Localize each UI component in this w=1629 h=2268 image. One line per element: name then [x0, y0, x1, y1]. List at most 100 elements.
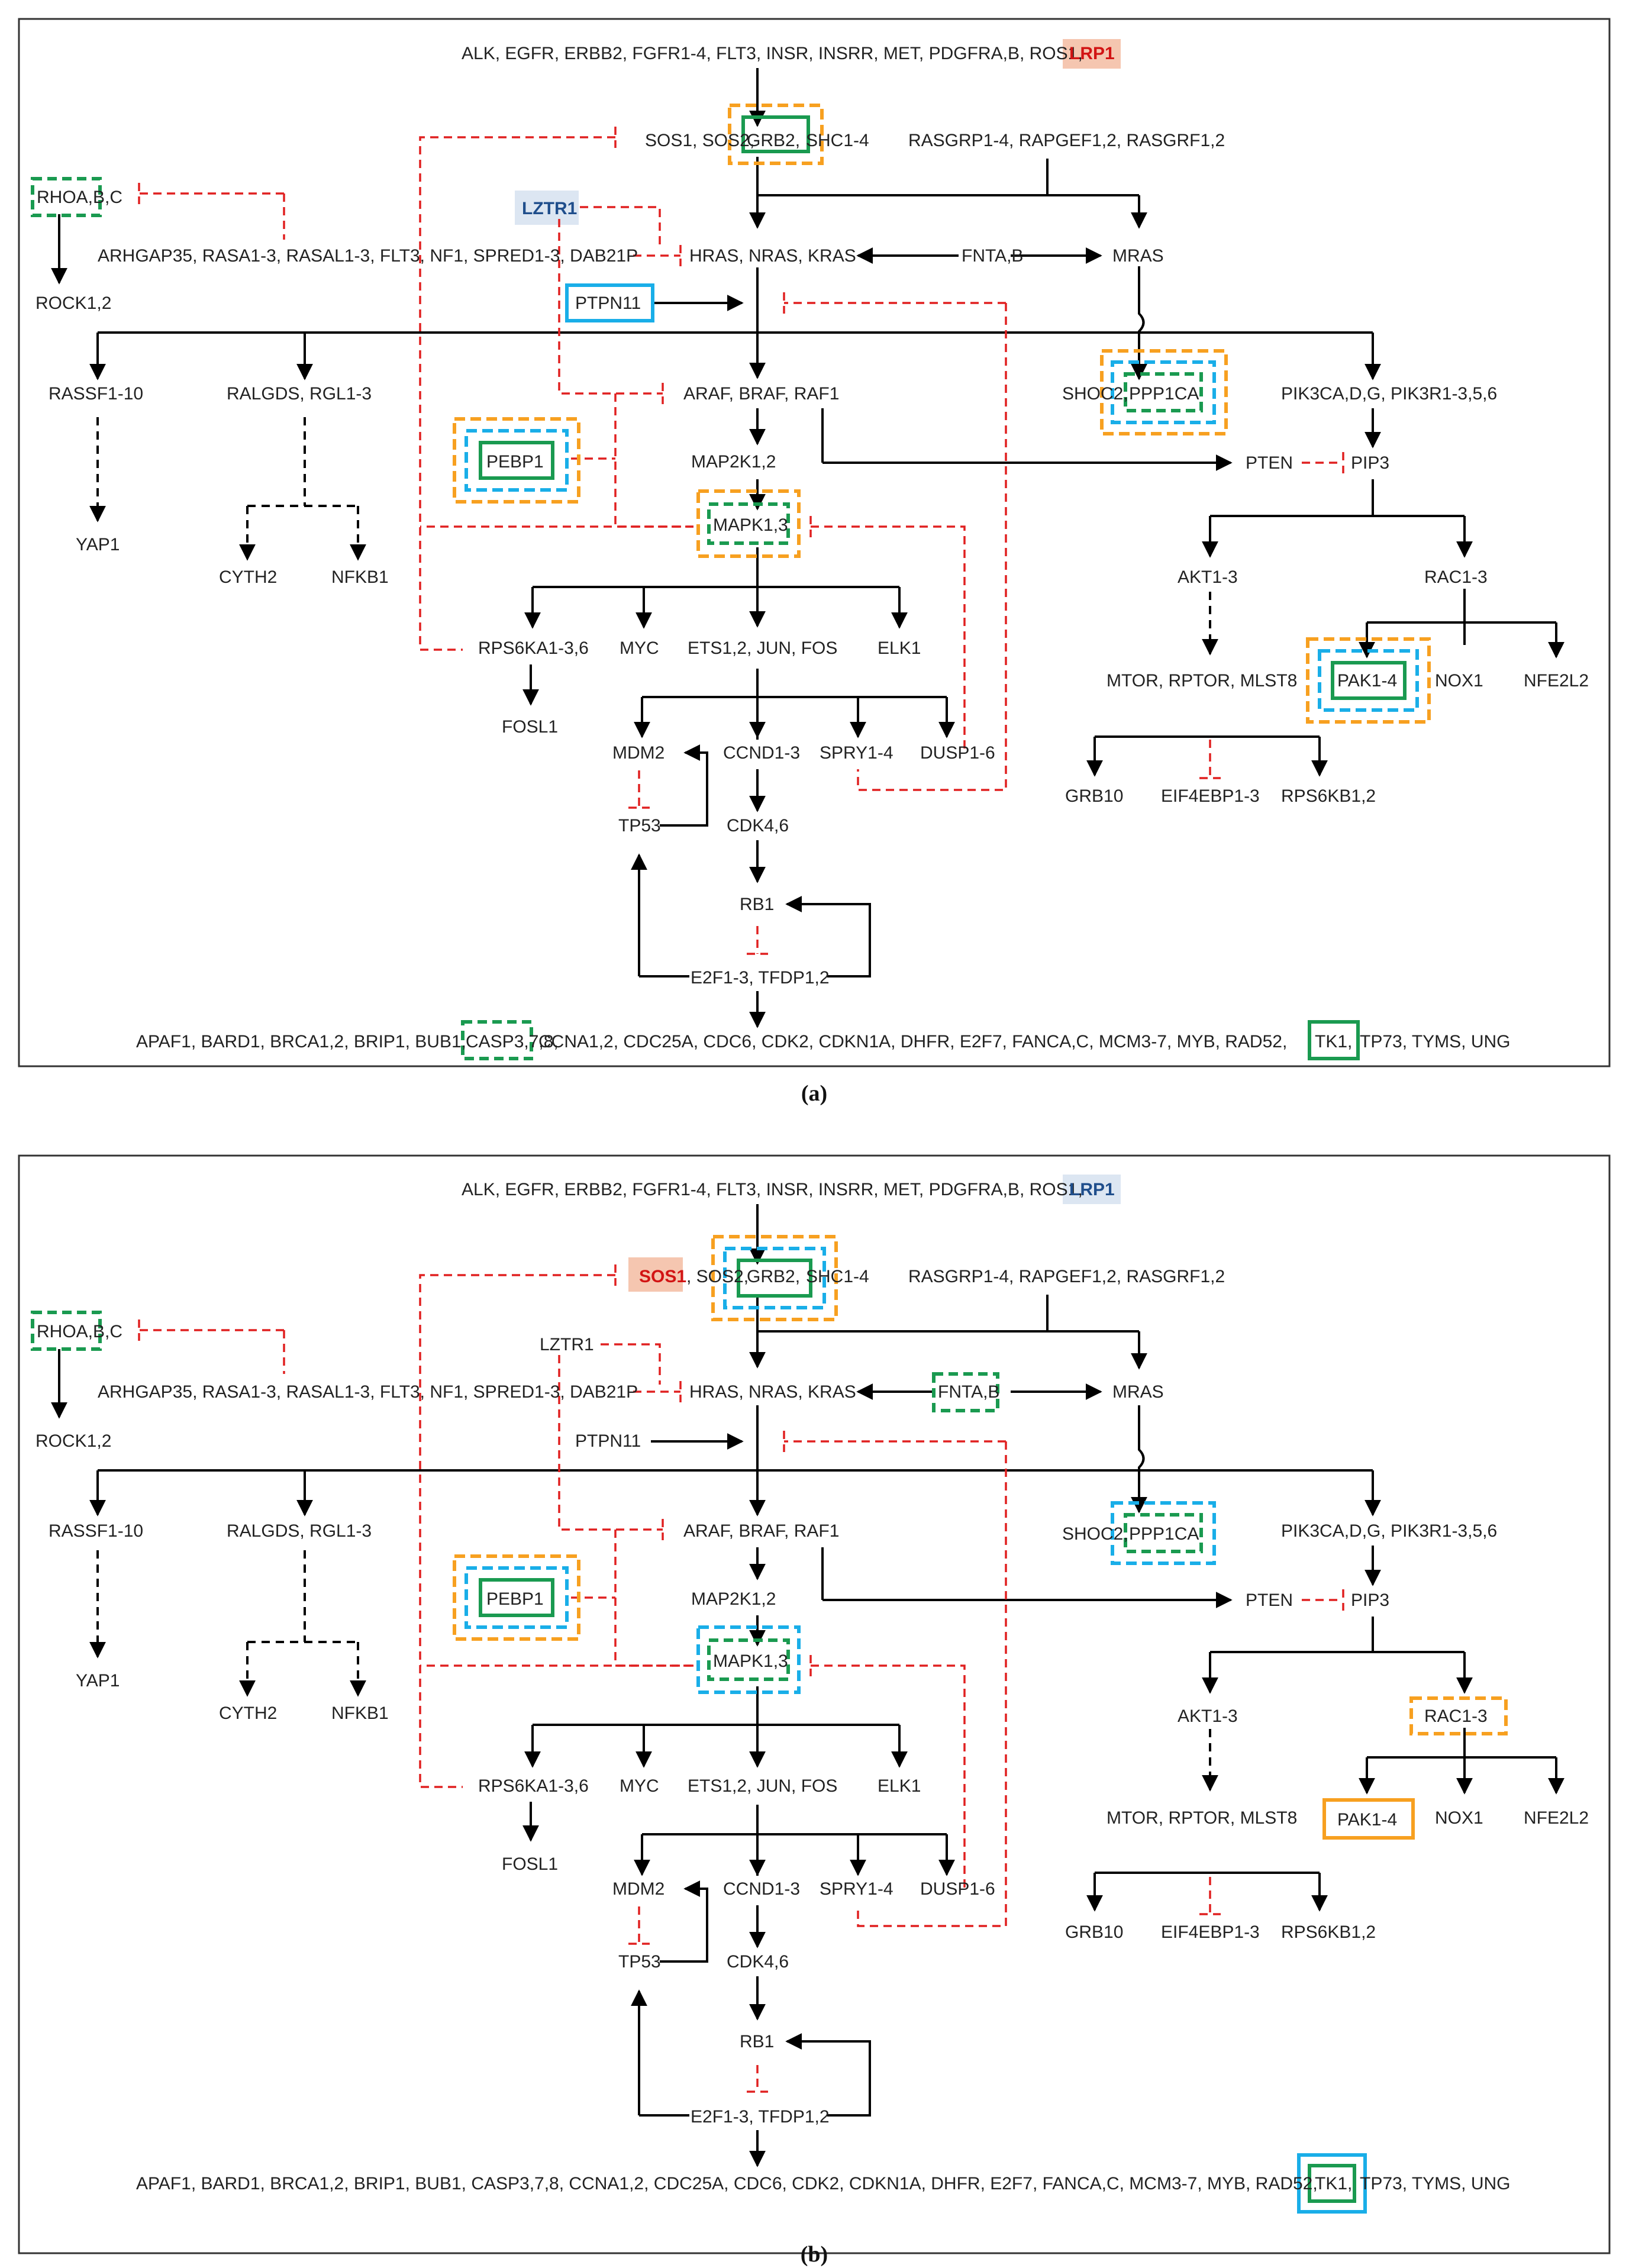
lztr1-label: LZTR1 [522, 199, 577, 218]
panel-b-labels: ALK, EGFR, ERBB2, FGFR1-4, FLT3, INSR, I… [36, 1180, 1589, 2193]
fosl1-label-b: FOSL1 [502, 1854, 558, 1874]
hras-label: HRAS, NRAS, KRAS [689, 246, 856, 266]
ptpn11-label: PTPN11 [575, 293, 641, 313]
fnta-green-box [932, 1372, 999, 1412]
tk1-label-b: TK1, [1315, 2174, 1352, 2193]
ralgds-label-b: RALGDS, RGL1-3 [227, 1521, 372, 1541]
mapk-blue-box-b [696, 1625, 801, 1694]
highlight-boxes [31, 104, 1431, 1060]
rhoa-green-box-b [31, 1311, 102, 1351]
targets-a-label-b: APAF1, BARD1, BRCA1,2, BRIP1, BUB1, CASP… [136, 2174, 1318, 2193]
eif4-label-b: EIF4EBP1-3 [1161, 1922, 1260, 1942]
lrp1-label-b: LRP1 [1069, 1180, 1115, 1199]
targets-c-label-b: TP73, TYMS, UNG [1360, 2174, 1511, 2193]
rhoa-label-b: RHOA,B,C [37, 1322, 122, 1341]
pebp1-blue-box [464, 429, 569, 492]
tp53-label: TP53 [618, 816, 661, 835]
tp53-label-b: TP53 [618, 1952, 661, 1972]
rhoa-green-box [31, 177, 102, 217]
fnta-label: FNTA,B [962, 246, 1023, 266]
rps6kb-label-b: RPS6KB1,2 [1281, 1922, 1376, 1942]
pebp1-green-box [479, 441, 554, 480]
mapk-label-b: MAPK1,3 [713, 1651, 788, 1671]
cyth2-label: CYTH2 [219, 567, 277, 587]
myc-label: MYC [620, 638, 659, 658]
grb2-green-box-b [737, 1259, 812, 1298]
rps6kb-label: RPS6KB1,2 [1281, 786, 1376, 806]
shc-label-b: SHC1-4 [806, 1267, 869, 1286]
ppp1ca-blue-box [1111, 360, 1216, 424]
grb2-label-b: GRB2, [747, 1267, 800, 1286]
sos-rest-label-b: , SOS2, [686, 1267, 749, 1286]
map2k-label-b: MAP2K1,2 [691, 1589, 776, 1609]
grb10-label-b: GRB10 [1065, 1922, 1123, 1942]
pebp1-label-b: PEBP1 [486, 1589, 544, 1609]
sos1-highlight [628, 1257, 683, 1292]
nfkb1-label: NFKB1 [331, 567, 389, 587]
ralgds-label: RALGDS, RGL1-3 [227, 384, 372, 404]
receptors-label-b: ALK, EGFR, ERBB2, FGFR1-4, FLT3, INSR, I… [462, 1180, 1083, 1199]
nox1-label-b: NOX1 [1435, 1808, 1483, 1828]
pten-label: PTEN [1246, 453, 1293, 473]
targets-c-label: TP73, TYMS, UNG [1360, 1032, 1511, 1051]
sos1-label-b: SOS1 [639, 1267, 686, 1286]
inhibition-edges [138, 127, 1344, 955]
mras-label-b: MRAS [1112, 1382, 1164, 1402]
lztr1-highlight [515, 191, 579, 225]
inhibition-edges-b [138, 1264, 1344, 2093]
arhgap-label-b: ARHGAP35, RASA1-3, RASAL1-3, FLT3, NF1, … [98, 1382, 638, 1402]
lrp1-label: LRP1 [1069, 44, 1115, 63]
shoc2-label: SHOC2, [1062, 384, 1128, 404]
pip3-label-b: PIP3 [1351, 1590, 1389, 1610]
dusp-label-b: DUSP1-6 [920, 1879, 995, 1899]
pak-orange-box-b [1322, 1798, 1415, 1840]
indirect-edges [89, 417, 1218, 656]
mapk-orange-box [696, 489, 801, 558]
receptors-label: ALK, EGFR, ERBB2, FGFR1-4, FLT3, INSR, I… [462, 44, 1083, 63]
ppp1ca-blue-box-b [1111, 1501, 1216, 1565]
ptpn11-label-b: PTPN11 [575, 1431, 641, 1451]
araf-label: ARAF, BRAF, RAF1 [683, 384, 839, 404]
araf-label-b: ARAF, BRAF, RAF1 [683, 1521, 839, 1541]
panel-b-caption: (b) [801, 2242, 828, 2267]
lztr1-label-b: LZTR1 [540, 1335, 594, 1354]
pak-orange-box [1306, 637, 1431, 724]
cyth2-label-b: CYTH2 [219, 1704, 277, 1723]
eif4-label: EIF4EBP1-3 [1161, 786, 1260, 806]
pip3-label: PIP3 [1351, 453, 1389, 473]
arhgap-label: ARHGAP35, RASA1-3, RASAL1-3, FLT3, NF1, … [98, 246, 638, 266]
rassf-label-b: RASSF1-10 [49, 1521, 143, 1541]
rock-label: ROCK1,2 [36, 293, 111, 313]
rps6ka-label-b: RPS6KA1-3,6 [478, 1776, 589, 1796]
hras-label-b: HRAS, NRAS, KRAS [689, 1382, 856, 1402]
ppp1ca-green-box [1124, 372, 1203, 412]
mapk-label: MAPK1,3 [713, 515, 788, 535]
rasgrp-label: RASGRP1-4, RAPGEF1,2, RASGRF1,2 [908, 131, 1225, 150]
panel-b: ALK, EGFR, ERBB2, FGFR1-4, FLT3, INSR, I… [18, 1154, 1611, 2267]
tk1-green-box-b [1308, 2164, 1356, 2203]
grb2-orange-box-b [711, 1235, 838, 1321]
rassf-label: RASSF1-10 [49, 384, 143, 404]
nfe2l2-label-b: NFE2L2 [1524, 1808, 1589, 1828]
sos-label: SOS1, SOS2, [645, 131, 754, 150]
casp-label: CASP3,7,8, [466, 1032, 559, 1051]
ets-label: ETS1,2, JUN, FOS [688, 638, 837, 658]
spry-label-b: SPRY1-4 [820, 1879, 893, 1899]
grb10-label: GRB10 [1065, 786, 1123, 806]
casp-green-box [461, 1020, 533, 1060]
dusp-label: DUSP1-6 [920, 743, 995, 763]
pak-green-box [1331, 661, 1407, 700]
nfe2l2-label: NFE2L2 [1524, 671, 1589, 691]
ppp1ca-label: PPP1CA [1129, 384, 1199, 404]
shc-label: SHC1-4 [806, 131, 869, 150]
ccnd-label: CCND1-3 [723, 743, 800, 763]
panel-a-caption: (a) [801, 1081, 827, 1106]
pebp1-label: PEBP1 [486, 452, 544, 472]
grb2-orange-box [728, 104, 824, 165]
mdm2-label: MDM2 [612, 743, 664, 763]
targets-b-label: CCNA1,2, CDC25A, CDC6, CDK2, CDKN1A, DHF… [538, 1032, 1287, 1051]
pak-label: PAK1-4 [1337, 671, 1397, 691]
pebp1-orange-box [453, 417, 580, 504]
rock-label-b: ROCK1,2 [36, 1431, 111, 1451]
cdk4-label: CDK4,6 [727, 816, 789, 835]
